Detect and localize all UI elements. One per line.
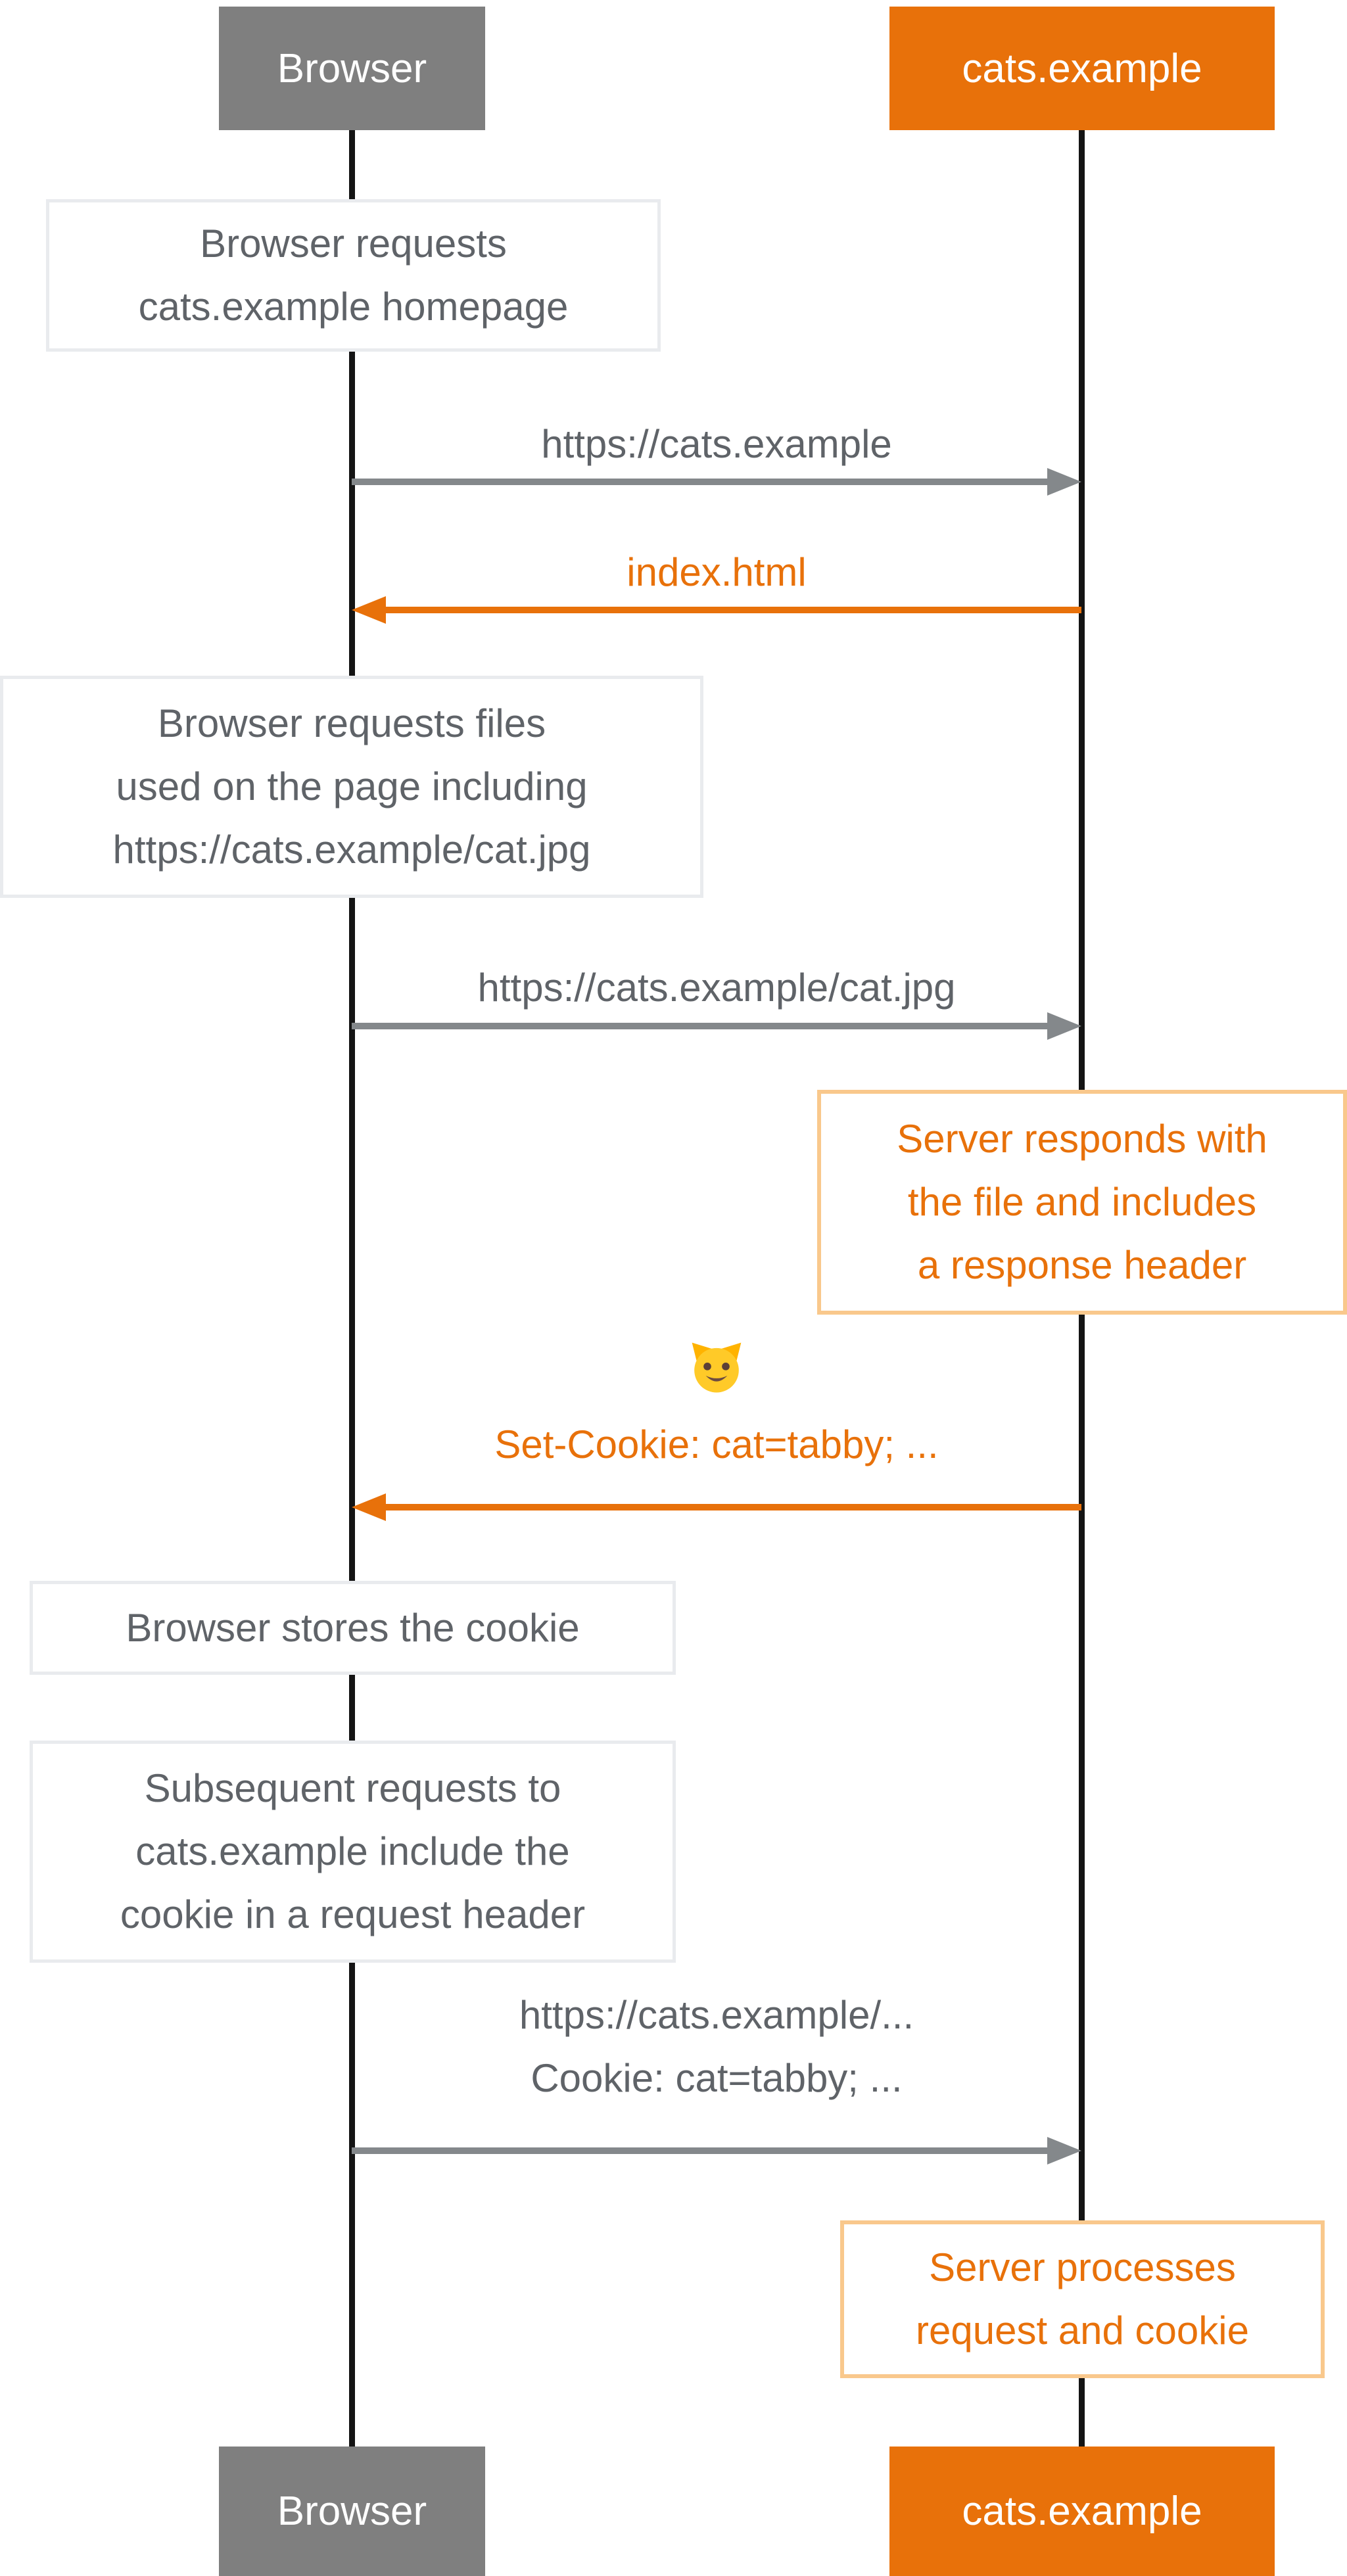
arrowhead-right-icon bbox=[1047, 1012, 1081, 1040]
arrow-shaft bbox=[379, 1504, 1081, 1510]
message-arrow-request-with-cookie bbox=[352, 2137, 1081, 2165]
message-arrow-request-cat-jpg bbox=[352, 1012, 1081, 1040]
note-subsequent-requests: Subsequent requests to cats.example incl… bbox=[30, 1741, 676, 1963]
actor-browser-bottom: Browser bbox=[219, 2447, 485, 2576]
actor-server-bottom-label: cats.example bbox=[962, 2489, 1202, 2534]
actor-server-bottom: cats.example bbox=[889, 2447, 1275, 2576]
note-browser-stores-cookie: Browser stores the cookie bbox=[30, 1581, 676, 1675]
actor-server-top-label: cats.example bbox=[962, 45, 1202, 91]
actor-server-top: cats.example bbox=[889, 7, 1275, 130]
cat-face-icon bbox=[689, 1340, 744, 1398]
message-arrow-response-index-html bbox=[352, 596, 1081, 624]
arrow-shaft bbox=[379, 607, 1081, 613]
arrow-shaft bbox=[352, 2147, 1054, 2154]
arrowhead-left-icon bbox=[352, 596, 386, 624]
message-label-response-set-cookie: Set-Cookie: cat=tabby; ... bbox=[494, 1422, 939, 1466]
lifeline-browser bbox=[349, 130, 355, 2447]
message-label-request-with-cookie: https://cats.example/... Cookie: cat=tab… bbox=[519, 1993, 914, 2100]
message-arrow-request-homepage bbox=[352, 468, 1081, 496]
message-label-request-homepage: https://cats.example bbox=[541, 422, 892, 466]
arrowhead-left-icon bbox=[352, 1493, 386, 1521]
message-arrow-response-set-cookie bbox=[352, 1493, 1081, 1521]
note-server-responds-with-file: Server responds with the file and includ… bbox=[817, 1090, 1347, 1315]
arrow-shaft bbox=[352, 1023, 1054, 1029]
arrow-shaft bbox=[352, 479, 1054, 485]
message-label-response-index-html: index.html bbox=[626, 550, 807, 594]
note-browser-requests-files: Browser requests files used on the page … bbox=[0, 676, 703, 898]
actor-browser-top-label: Browser bbox=[277, 45, 427, 91]
actor-browser-bottom-label: Browser bbox=[277, 2489, 427, 2534]
arrowhead-right-icon bbox=[1047, 468, 1081, 496]
arrowhead-right-icon bbox=[1047, 2137, 1081, 2165]
message-label-request-cat-jpg: https://cats.example/cat.jpg bbox=[477, 966, 956, 1010]
note-server-processes-request: Server processes request and cookie bbox=[840, 2220, 1325, 2378]
actor-browser-top: Browser bbox=[219, 7, 485, 130]
note-browser-requests-homepage: Browser requests cats.example homepage bbox=[46, 199, 661, 352]
